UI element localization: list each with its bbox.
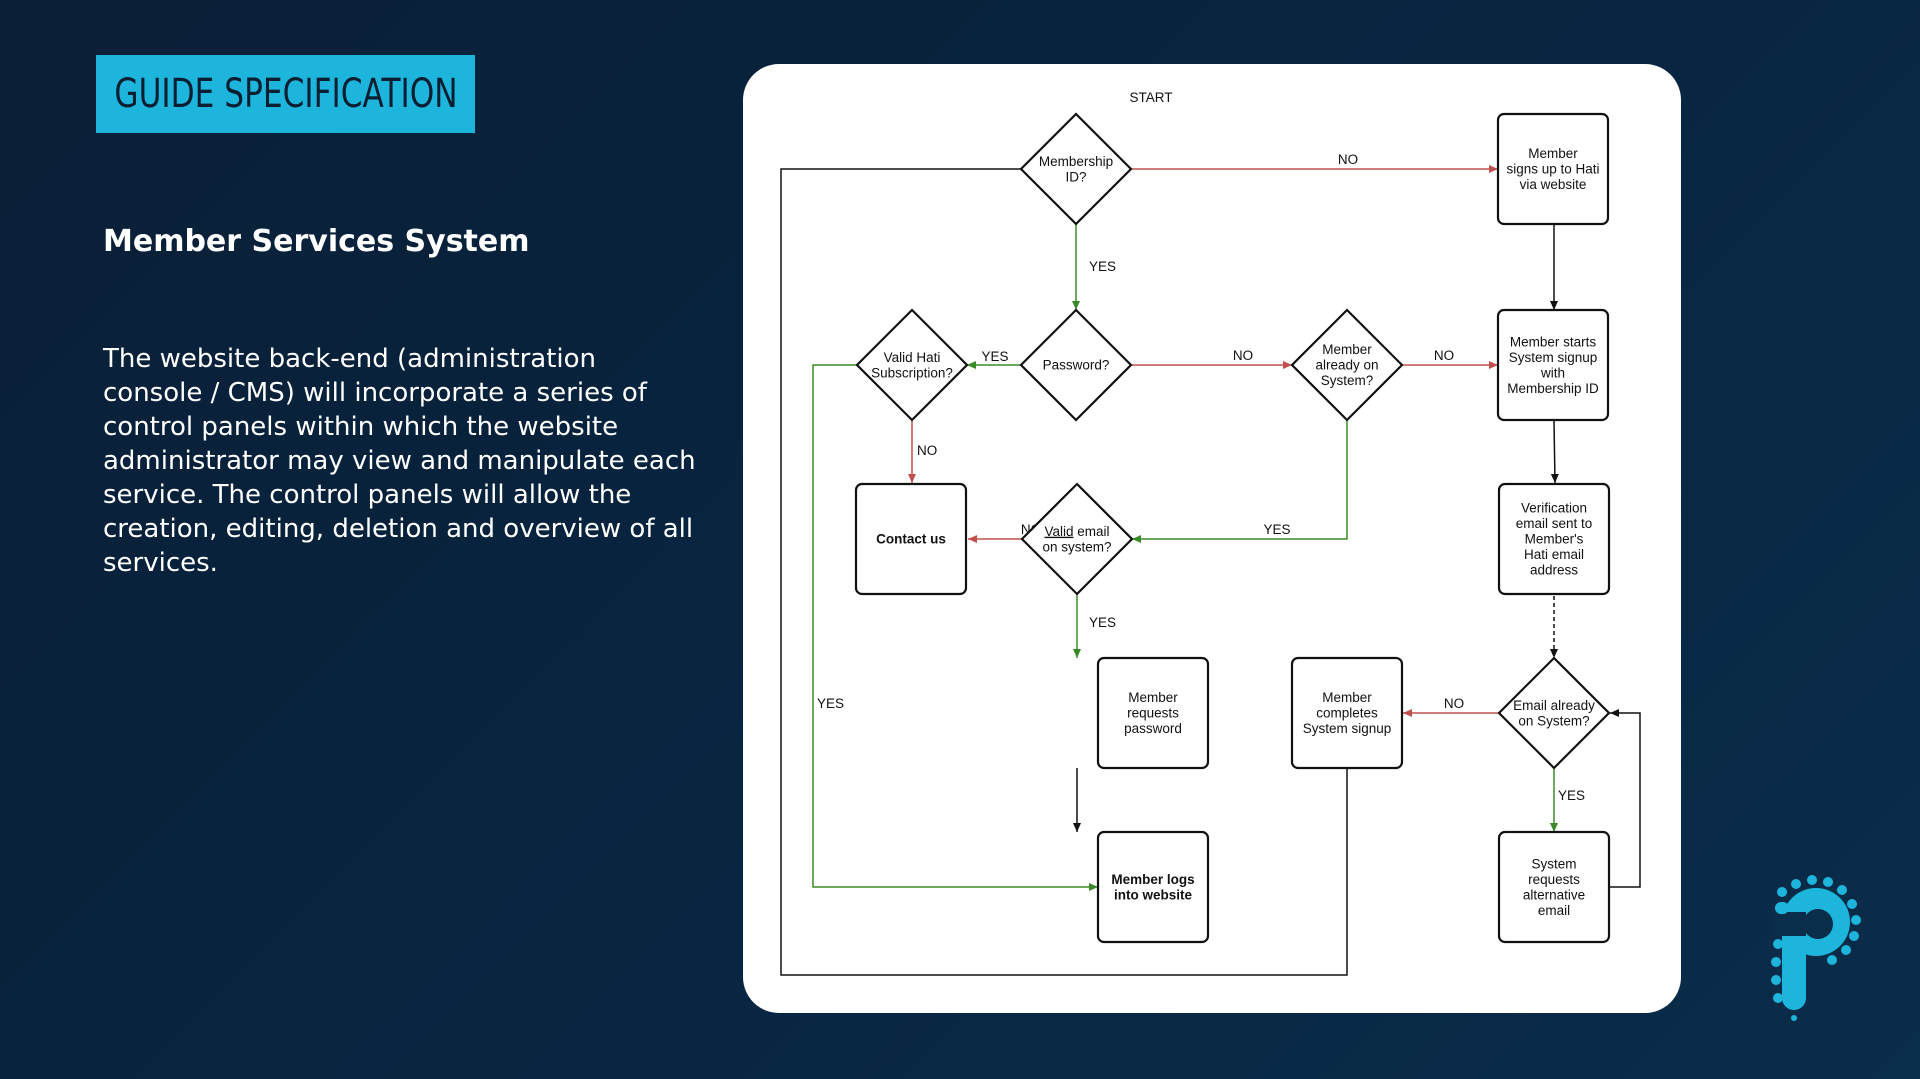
label-membership-no: NO — [1338, 152, 1358, 167]
guide-specification-badge: GUIDE SPECIFICATION — [96, 55, 475, 133]
label-subscription-no: NO — [917, 443, 937, 458]
process-member-requests-password — [1096, 656, 1210, 770]
edge-complete-loop — [780, 165, 1348, 976]
node-text-email-already: Email already — [1513, 698, 1595, 713]
decision-already-on-system — [1290, 308, 1404, 422]
node-text-verification-email: Verification — [1521, 501, 1587, 516]
decision-email-already-on-system — [1497, 656, 1611, 770]
node-text-alt-email: email — [1538, 903, 1570, 918]
node-text-completes-signup: Member — [1322, 690, 1372, 705]
label-password-yes: YES — [981, 349, 1008, 364]
node-text-member-signs-up: via website — [1520, 177, 1587, 192]
node-text-verification-email: email sent to — [1516, 516, 1593, 531]
node-text-requests-password: password — [1124, 721, 1182, 736]
process-member-signs-up — [1496, 112, 1610, 226]
badge-label: GUIDE SPECIFICATION — [113, 71, 458, 117]
node-text-system-signup: System signup — [1509, 350, 1598, 365]
node-text-system-signup: Membership ID — [1507, 381, 1599, 396]
node-text-password: Password? — [1043, 358, 1110, 373]
hati-logo-icon — [1770, 875, 1861, 1021]
terminal-member-logs-in — [1096, 830, 1210, 944]
terminal-contact-us — [854, 482, 968, 596]
node-text-valid-email: Valid email — [1044, 524, 1109, 539]
decision-membership-id — [1019, 112, 1133, 226]
edge-alt-email-loop — [1609, 709, 1641, 888]
flowchart-nodes: START — [854, 90, 1611, 944]
flowchart-card: NO YES YES NO NO NO NO YES YES YES NO YE… — [743, 64, 1681, 1013]
node-text-already-on-system: Member — [1322, 342, 1372, 357]
process-member-completes-signup — [1290, 656, 1404, 770]
section-description: The website back-end (administration con… — [103, 344, 696, 578]
node-text-valid-subscription: Subscription? — [871, 365, 953, 380]
node-text-requests-password: Member — [1128, 690, 1178, 705]
edge-start-to-verification — [1550, 419, 1559, 484]
node-text-verification-email: Member's — [1525, 532, 1584, 547]
node-text-contact-us: Contact us — [876, 532, 946, 547]
node-text-membership-id: ID? — [1065, 169, 1086, 184]
node-text-system-signup: Member starts — [1510, 334, 1597, 349]
node-text-member-signs-up: signs up to Hati — [1506, 162, 1599, 177]
decision-valid-subscription — [855, 308, 969, 422]
node-text-verification-email: address — [1530, 563, 1578, 578]
node-text-already-on-system: System? — [1321, 373, 1374, 388]
label-subscription-yes: YES — [817, 696, 844, 711]
start-label: START — [1129, 90, 1172, 105]
node-text-logs-in: Member logs — [1111, 872, 1194, 887]
node-text-already-on-system: already on — [1315, 358, 1378, 373]
node-text-alt-email: requests — [1528, 872, 1580, 887]
label-password-no: NO — [1233, 348, 1253, 363]
node-text-verification-email: Hati email — [1524, 547, 1584, 562]
process-system-requests-alt-email — [1497, 830, 1611, 944]
node-text-email-already: on System? — [1518, 713, 1589, 728]
node-text-member-signs-up: Member — [1528, 146, 1578, 161]
node-text-alt-email: System — [1531, 856, 1576, 871]
label-email-already-yes: YES — [1558, 788, 1585, 803]
label-email-yes: YES — [1089, 615, 1116, 630]
node-text-alt-email: alternative — [1523, 887, 1585, 902]
label-already-no: NO — [1434, 348, 1454, 363]
edge-subscription-yes — [812, 364, 1098, 891]
decision-password — [1019, 308, 1133, 422]
flowchart-edges — [780, 165, 1641, 976]
flowchart-diagram: NO YES YES NO NO NO NO YES YES YES NO YE… — [780, 90, 1641, 976]
node-text-valid-email: on system? — [1042, 539, 1111, 554]
node-text-membership-id: Membership — [1039, 154, 1113, 169]
process-member-starts-signup — [1496, 308, 1610, 422]
node-text-valid-subscription: Valid Hati — [884, 350, 941, 365]
node-text-completes-signup: System signup — [1303, 721, 1392, 736]
process-verification-email — [1497, 482, 1611, 596]
section-heading: Member Services System — [103, 224, 530, 259]
label-membership-yes: YES — [1089, 259, 1116, 274]
node-text-system-signup: with — [1540, 365, 1565, 380]
node-text-requests-password: requests — [1127, 706, 1179, 721]
node-text-completes-signup: completes — [1316, 706, 1378, 721]
decision-valid-email — [1020, 482, 1134, 596]
node-text-logs-in: into website — [1114, 887, 1192, 902]
edge-already-yes — [1132, 420, 1348, 543]
label-already-yes: YES — [1263, 522, 1290, 537]
label-email-already-no: NO — [1444, 696, 1464, 711]
